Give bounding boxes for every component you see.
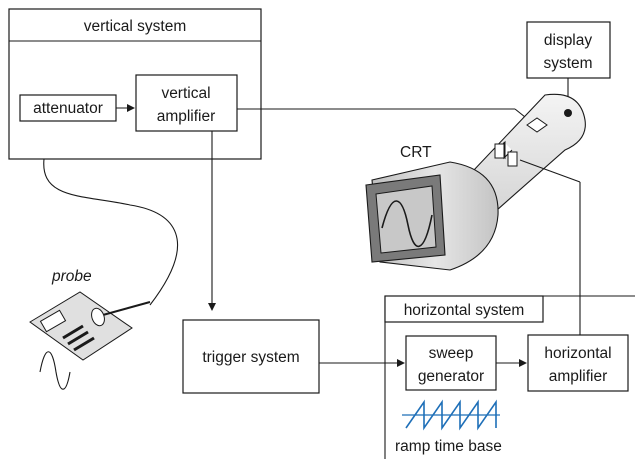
horizontal-system-title-box xyxy=(384,295,544,323)
vertical-amplifier-box: vertical amplifier xyxy=(135,74,238,132)
probe-cable xyxy=(43,158,179,306)
probe-signal-wave xyxy=(39,351,71,390)
horizontal-system-block: horizontal system sweep generator horizo… xyxy=(384,295,635,459)
horizontal-system-title: horizontal system xyxy=(404,302,525,319)
probe-resistor-1 xyxy=(62,324,84,340)
crt-tube xyxy=(365,93,586,271)
probe-chip xyxy=(39,309,67,333)
sweep-generator-label-line2: generator xyxy=(418,368,484,385)
vertical-amplifier-label-line2: amplifier xyxy=(157,108,216,125)
trigger-system-label: trigger system xyxy=(202,349,299,366)
display-system-box: display system xyxy=(526,21,611,79)
horizontal-amplifier-box: horizontal amplifier xyxy=(527,334,629,392)
attenuator-box: attenuator xyxy=(19,94,117,122)
attenuator-label: attenuator xyxy=(33,100,103,117)
sweep-generator-box: sweep generator xyxy=(405,335,497,391)
horizontal-deflection-plate-b xyxy=(494,143,505,159)
sweep-generator-label-line1: sweep xyxy=(429,345,474,362)
display-connection-node xyxy=(564,109,572,117)
display-system-label-line2: system xyxy=(543,55,592,72)
crt-label: CRT xyxy=(400,144,432,161)
vertical-system-title: vertical system xyxy=(84,18,187,35)
trigger-system-box: trigger system xyxy=(182,319,320,394)
horizontal-plate-lead xyxy=(519,159,581,183)
horizontal-amplifier-label-line2: amplifier xyxy=(549,368,608,385)
display-system-label-line1: display xyxy=(544,32,592,49)
probe-resistor-2 xyxy=(67,330,89,346)
horizontal-amplifier-label-line1: horizontal xyxy=(544,345,611,362)
probe-assembly xyxy=(29,291,151,390)
probe-resistor-3 xyxy=(73,336,95,352)
horizontal-deflection-plate-c xyxy=(507,151,518,167)
vertical-amplifier-label-line1: vertical xyxy=(161,85,210,102)
vertical-system-block: vertical system attenuator vertical ampl… xyxy=(8,8,262,160)
probe-label: probe xyxy=(51,268,92,285)
ramp-time-base-label: ramp time base xyxy=(395,438,502,455)
ramp-sawtooth-wave xyxy=(405,399,497,431)
vertical-deflection-plates xyxy=(526,117,548,133)
crt-waveform xyxy=(381,200,433,248)
probe-collar xyxy=(91,307,105,327)
